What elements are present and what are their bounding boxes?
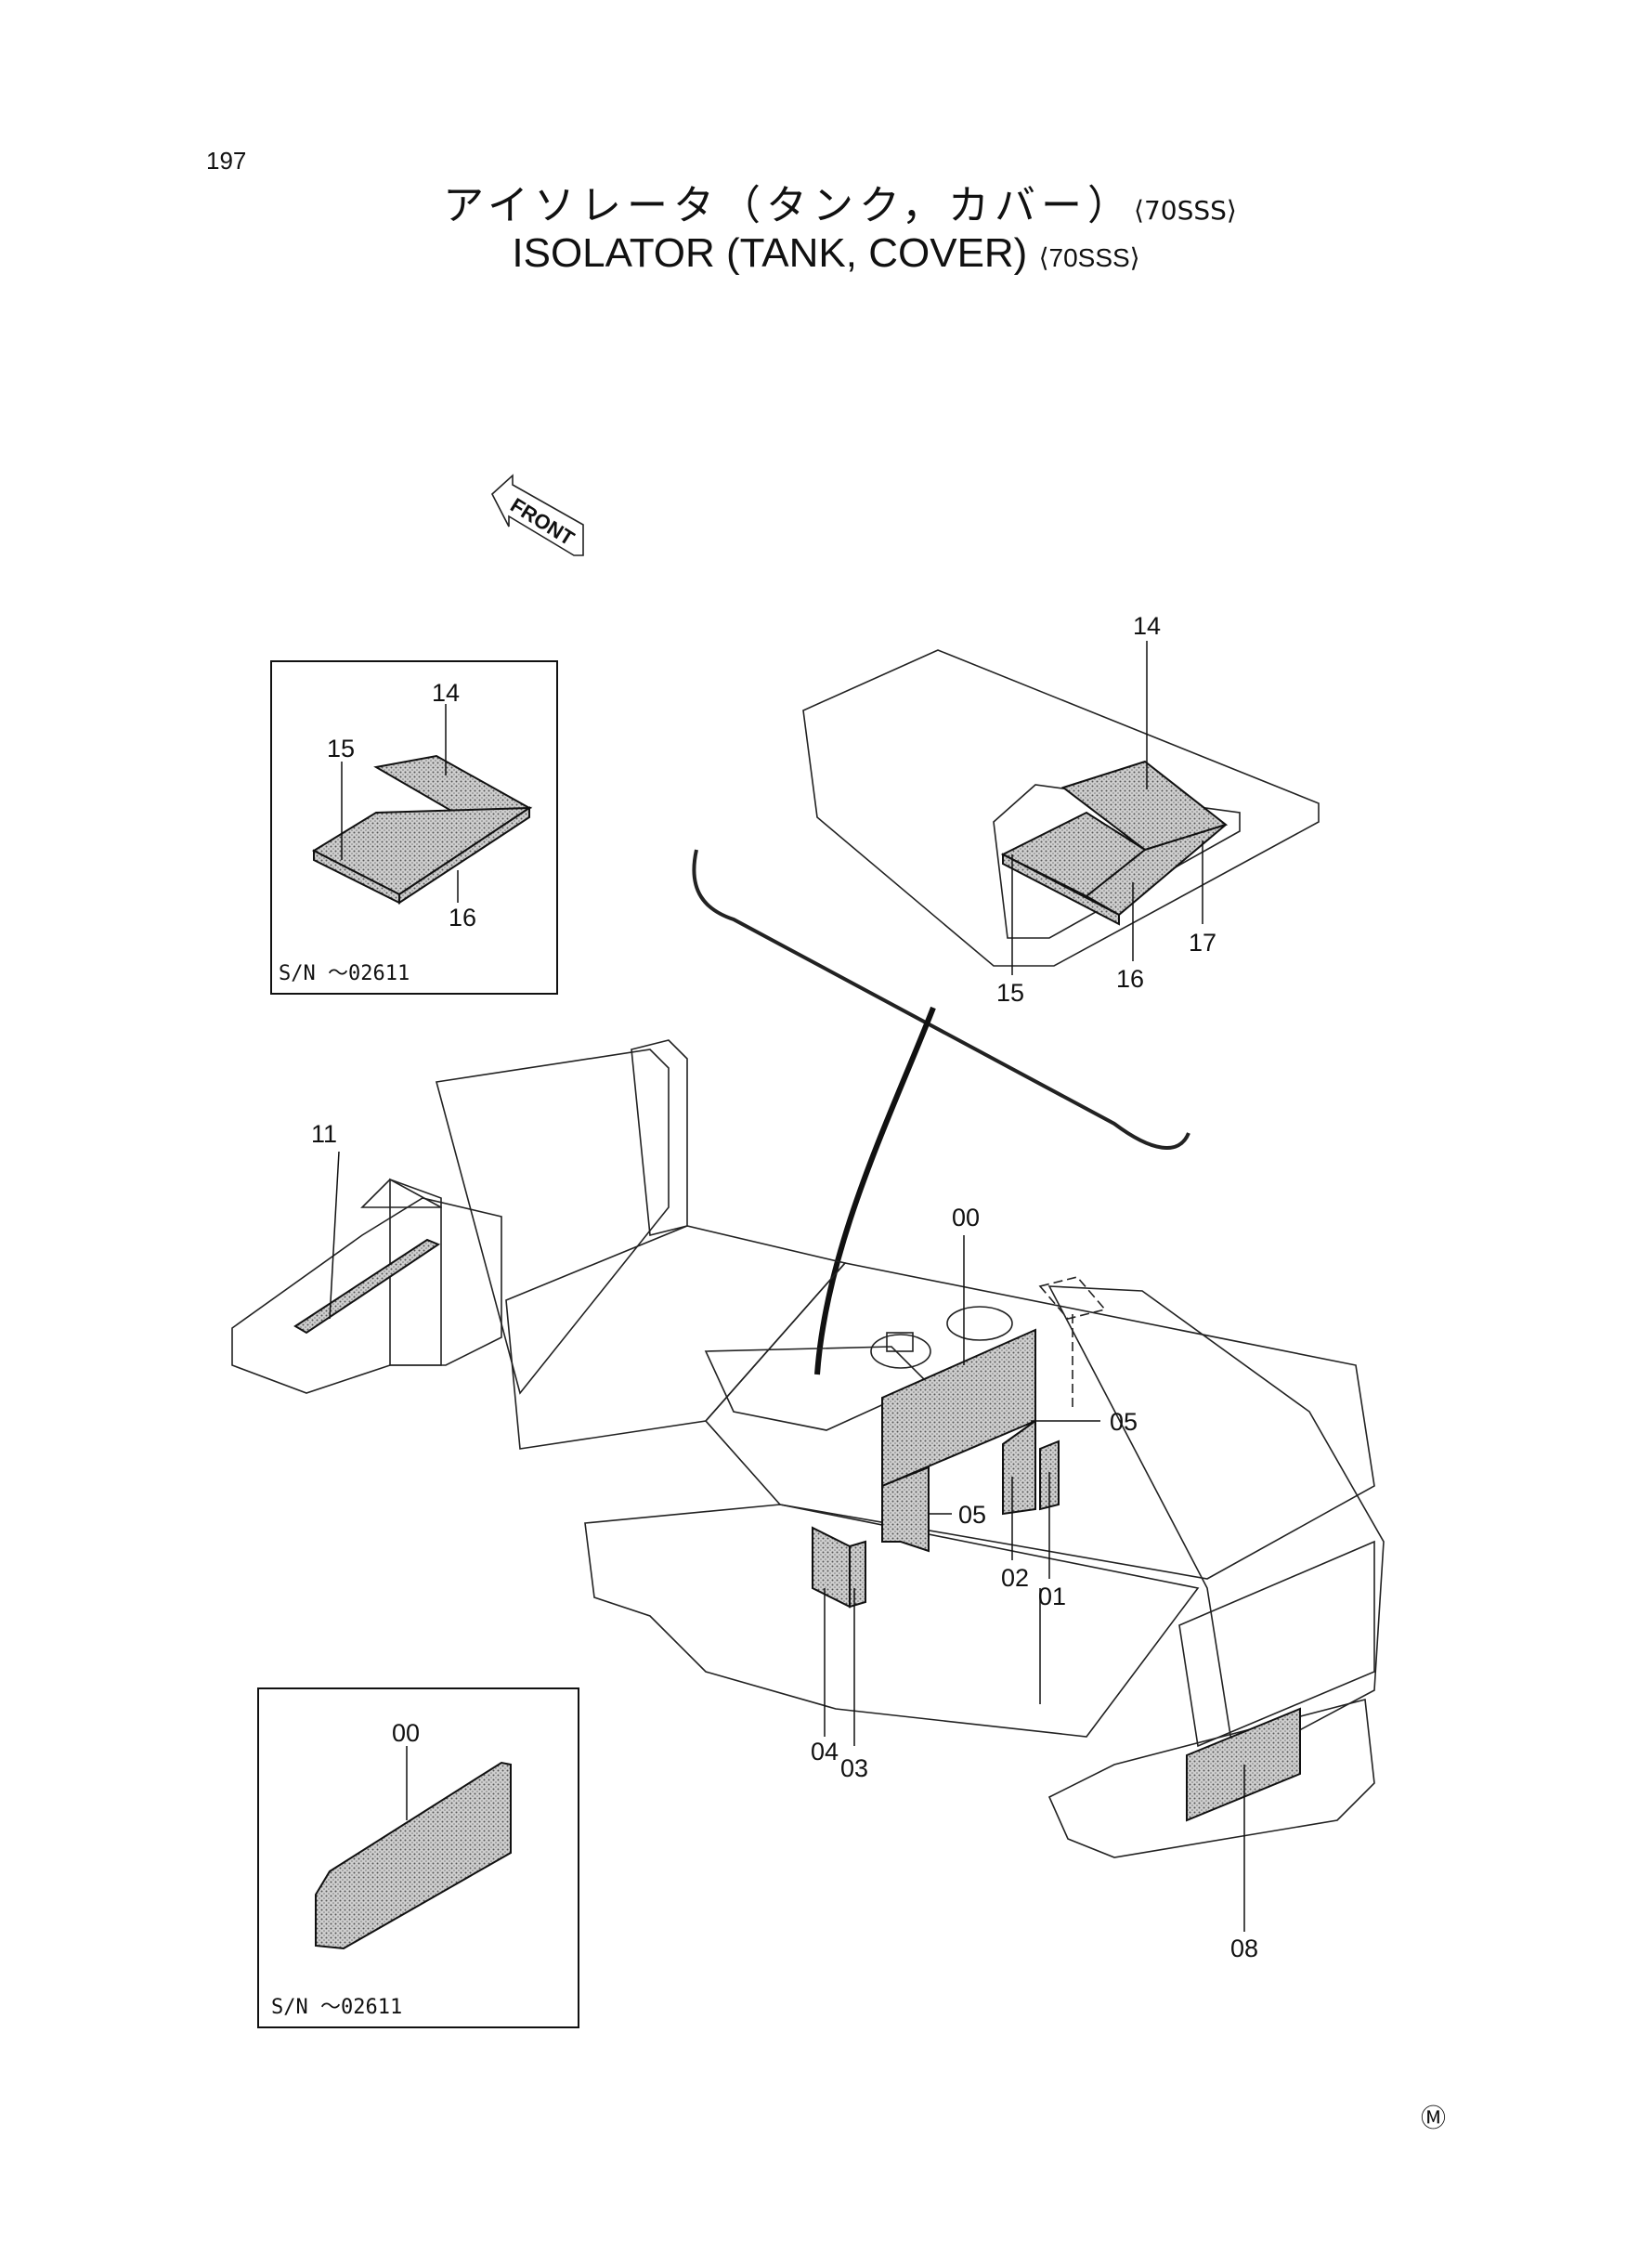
part-04: [812, 1526, 851, 1609]
part-05b: [1002, 1419, 1036, 1516]
title-english: ISOLATOR (TANK, COVER) ⟨70SSS⟩: [0, 230, 1652, 277]
detail-label-17: 17: [1189, 929, 1216, 957]
main-label-02: 02: [1001, 1564, 1029, 1592]
main-label-05-left: 05: [958, 1501, 986, 1529]
title-japanese-text: アイソレータ（タンク，カバー）: [443, 182, 1135, 229]
part-03: [849, 1540, 866, 1609]
title-english-text: ISOLATOR (TANK, COVER): [512, 230, 1028, 276]
main-label-00: 00: [952, 1204, 980, 1231]
inset1-label-14: 14: [432, 679, 460, 707]
inset-box-top: 14 15 16 S/N ～02611: [270, 660, 558, 995]
footer-mark: Ⓜ: [1421, 2104, 1446, 2132]
inset1-label-15: 15: [327, 735, 355, 762]
inset-box-bottom: 00 S/N ～02611: [257, 1687, 579, 2028]
main-label-11: 11: [311, 1120, 337, 1148]
main-label-04: 04: [811, 1738, 839, 1765]
front-arrow-icon: FRONT: [491, 474, 584, 556]
part-05a: [881, 1466, 930, 1553]
inset2-serial: S/N ～02611: [271, 1996, 402, 2019]
main-parts: 11 00 05 05 02 01 04 03 08: [293, 1120, 1301, 1962]
main-label-05-right: 05: [1110, 1408, 1138, 1436]
page-number: 197: [206, 147, 247, 175]
inset1-label-16: 16: [449, 904, 476, 932]
detail-label-15: 15: [996, 979, 1024, 1007]
title-variant-jp: ⟨70SSS⟩: [1134, 195, 1237, 226]
main-label-03: 03: [840, 1754, 868, 1782]
main-label-08: 08: [1230, 1935, 1258, 1962]
detail-label-16: 16: [1116, 965, 1144, 993]
main-label-01: 01: [1038, 1583, 1066, 1610]
detail-label-14: 14: [1133, 612, 1161, 640]
title-variant-en: ⟨70SSS⟩: [1038, 243, 1140, 272]
machine-body: [231, 1039, 1385, 1858]
part-11: [293, 1238, 441, 1335]
title-japanese: アイソレータ（タンク，カバー）⟨70SSS⟩: [0, 172, 1652, 231]
inset2-label-00: 00: [392, 1719, 420, 1747]
part-08: [1186, 1707, 1301, 1822]
inset1-serial: S/N ～02611: [279, 962, 410, 985]
detail-view-top: 14 15 16 17: [692, 612, 1320, 1375]
